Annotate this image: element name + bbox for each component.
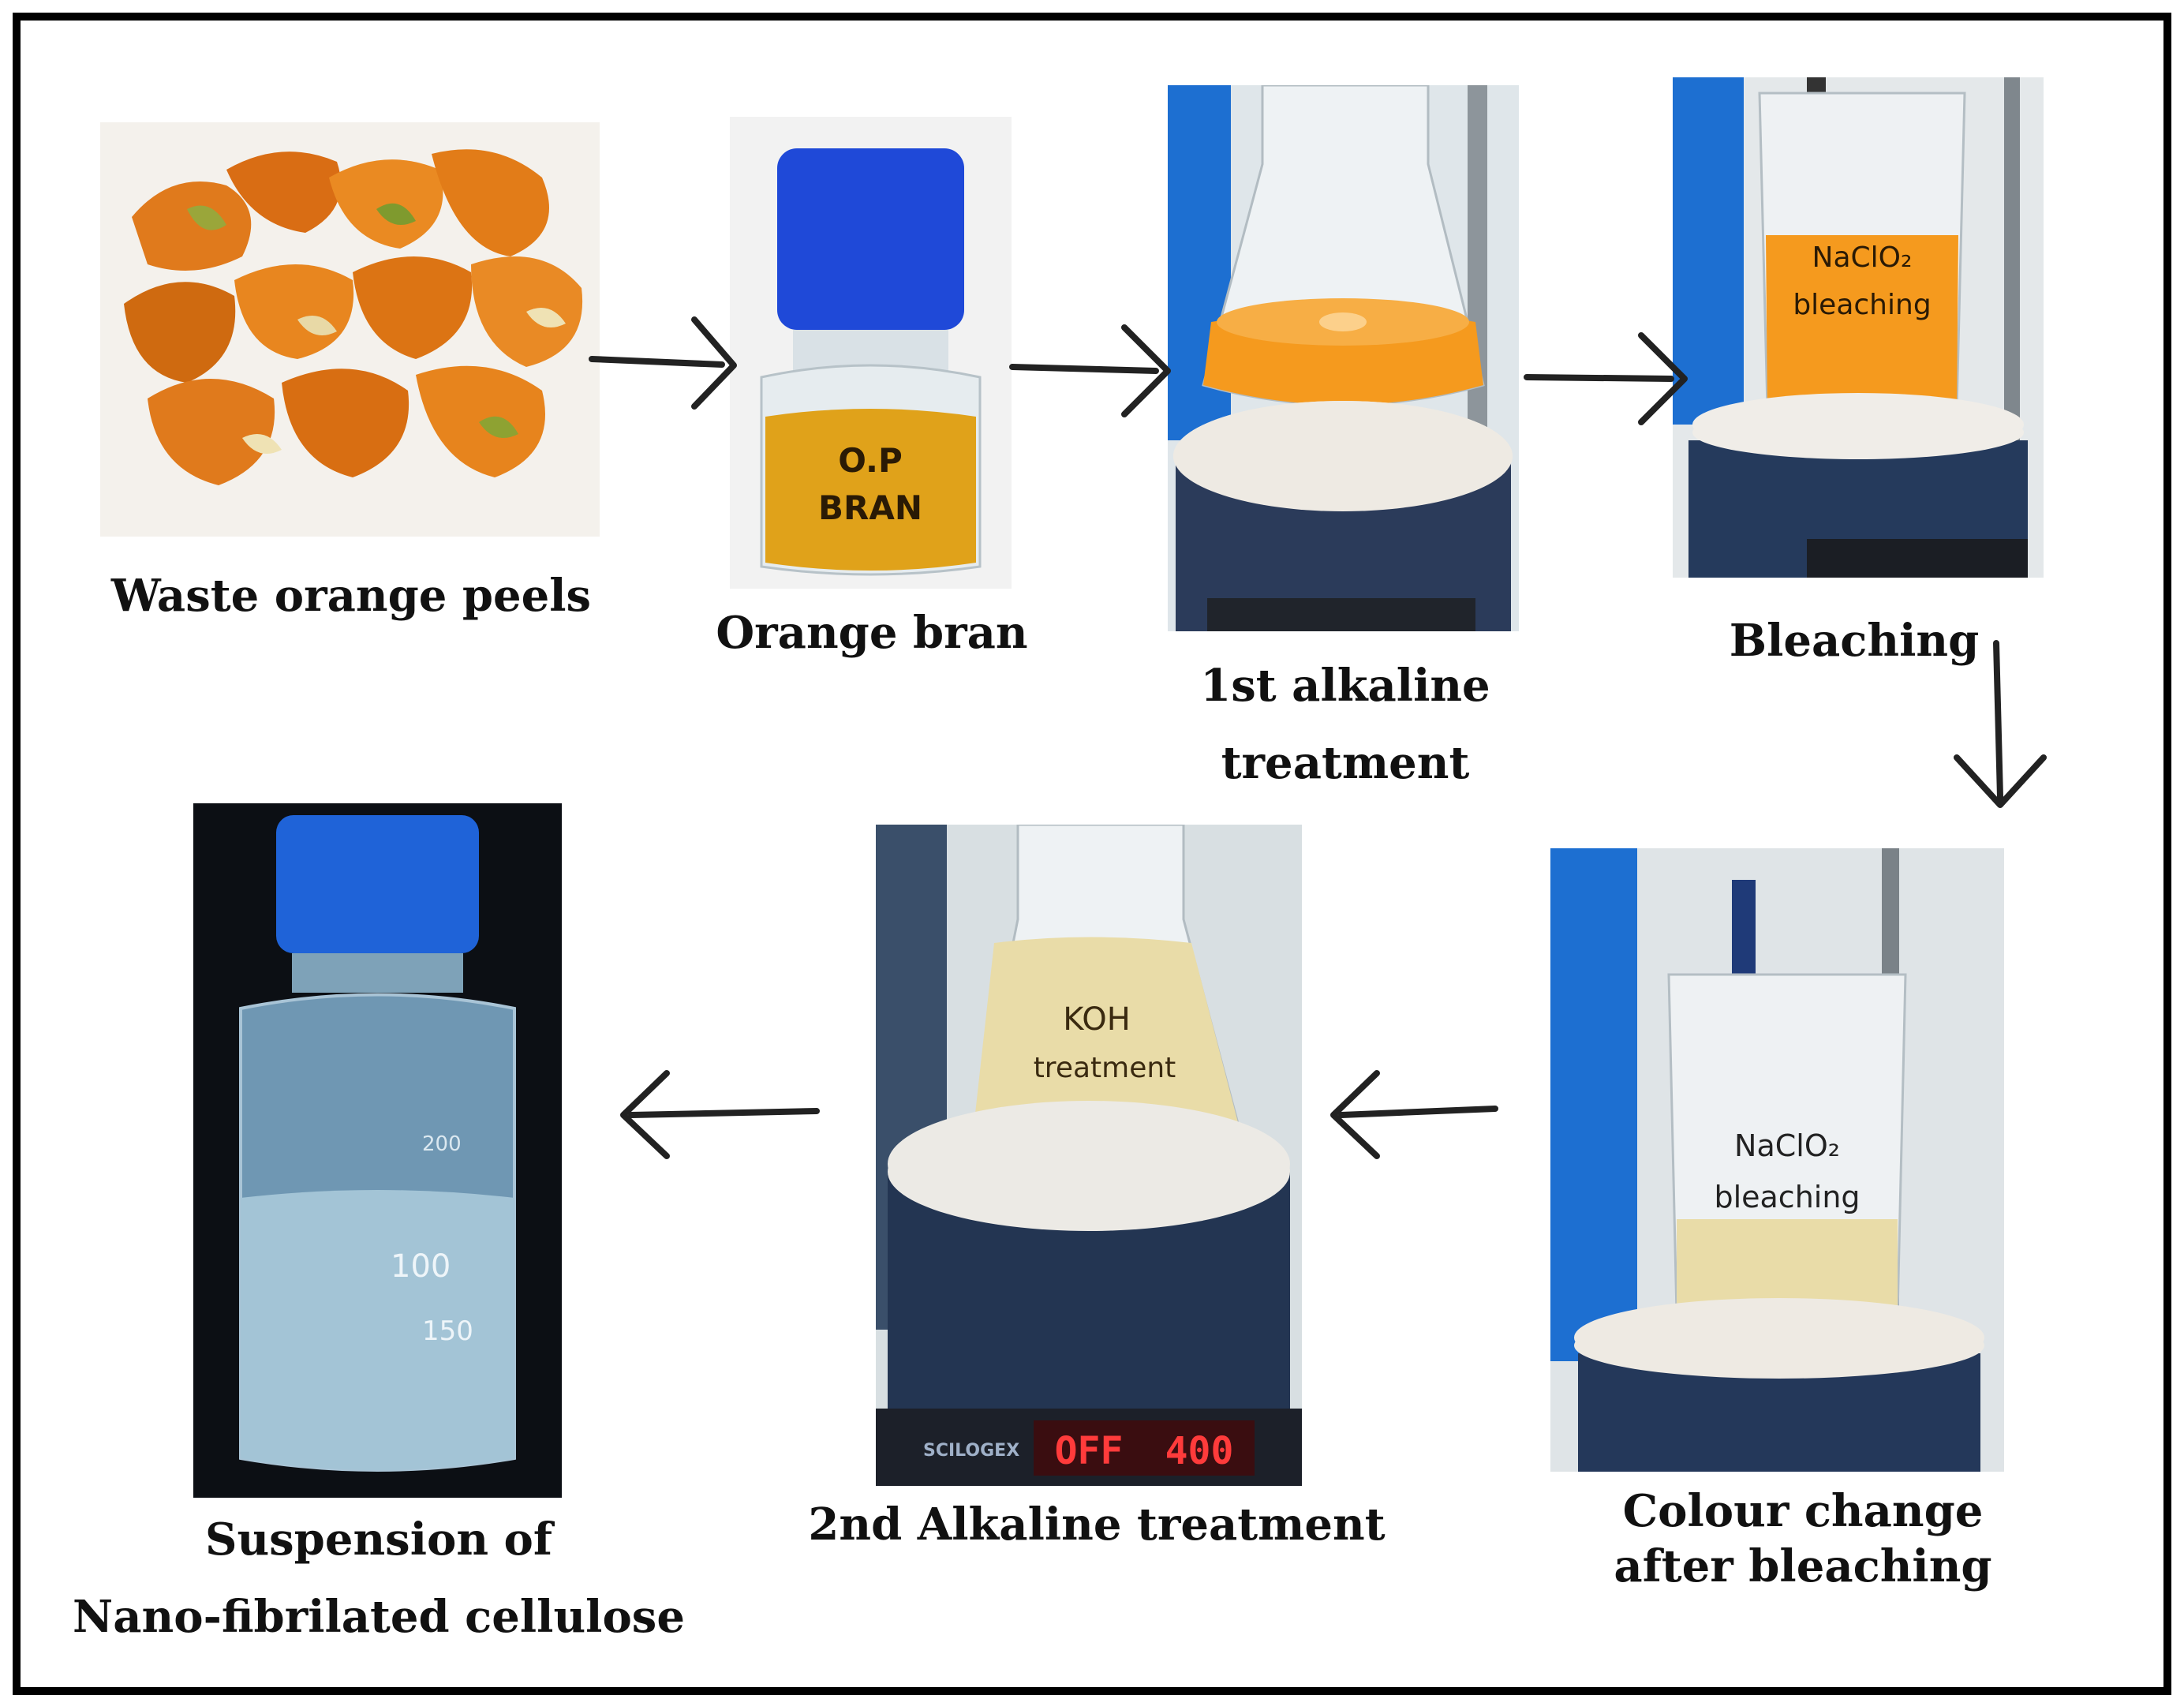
arrow-6-left <box>620 1070 820 1159</box>
arrow-2-right <box>1009 324 1171 417</box>
jar-text-2: BRAN <box>818 488 922 527</box>
stirrer-brand: SCILOGEX <box>923 1441 1019 1461</box>
label-alkaline-2: 2nd Alkaline treatment <box>808 1499 1386 1551</box>
flask-text-2: treatment <box>1034 1052 1176 1084</box>
bleaching-photo: NaClO₂ bleaching <box>1673 77 2044 578</box>
nfc-suspension-photo: 200 100 150 <box>193 803 562 1498</box>
label-alkaline-1-line1: 1st alkaline <box>1200 660 1490 712</box>
orange-bran-jar-photo: O.P BRAN <box>730 117 1012 589</box>
arrow-5-left <box>1330 1070 1498 1159</box>
beaker-text-2b: bleaching <box>1714 1180 1860 1214</box>
bottle-cap <box>276 815 479 953</box>
label-bleaching: Bleaching <box>1729 615 1980 667</box>
beaker-text-2: bleaching <box>1793 289 1931 321</box>
label-orange-bran: Orange bran <box>716 607 1028 659</box>
jar-text-1: O.P <box>838 441 903 480</box>
alkaline-treatment-1-photo <box>1168 85 1519 631</box>
label-colour-change-line2: after bleaching <box>1614 1540 1992 1592</box>
label-alkaline-1-line2: treatment <box>1221 737 1470 789</box>
colour-change-photo: NaClO₂ bleaching <box>1550 848 2004 1472</box>
arrow-4-down <box>1954 640 2047 808</box>
label-nfc-suspension: Suspension of Nano-fibrilated cellulose <box>63 1501 694 1656</box>
waste-orange-peels-photo <box>100 122 600 537</box>
arrow-3-right <box>1524 332 1688 425</box>
bottle-mark-200: 200 <box>422 1132 462 1156</box>
beaker-text-1: NaClO₂ <box>1812 241 1913 274</box>
bottle-mark-150: 150 <box>422 1315 473 1347</box>
label-colour-change: Colour change after bleaching <box>1570 1484 2036 1594</box>
label-colour-change-line1: Colour change <box>1622 1485 1984 1537</box>
label-waste-orange-peels: Waste orange peels <box>110 570 592 622</box>
label-nfc-line2: Nano-fibrilated cellulose <box>73 1591 685 1643</box>
label-nfc-line1: Suspension of <box>205 1514 552 1566</box>
bottle-mark-100: 100 <box>391 1248 451 1285</box>
arrow-1-right <box>589 316 737 410</box>
flask-text-1: KOH <box>1063 1001 1131 1038</box>
display-left: OFF <box>1055 1429 1124 1473</box>
display-right: 400 <box>1165 1429 1234 1473</box>
jar-cap <box>777 148 964 330</box>
alkaline-treatment-2-photo: KOH treatment SCILOGEX OFF 400 <box>876 825 1302 1486</box>
beaker-text-1b: NaClO₂ <box>1734 1128 1840 1163</box>
label-alkaline-1: 1st alkaline treatment <box>1128 647 1562 802</box>
